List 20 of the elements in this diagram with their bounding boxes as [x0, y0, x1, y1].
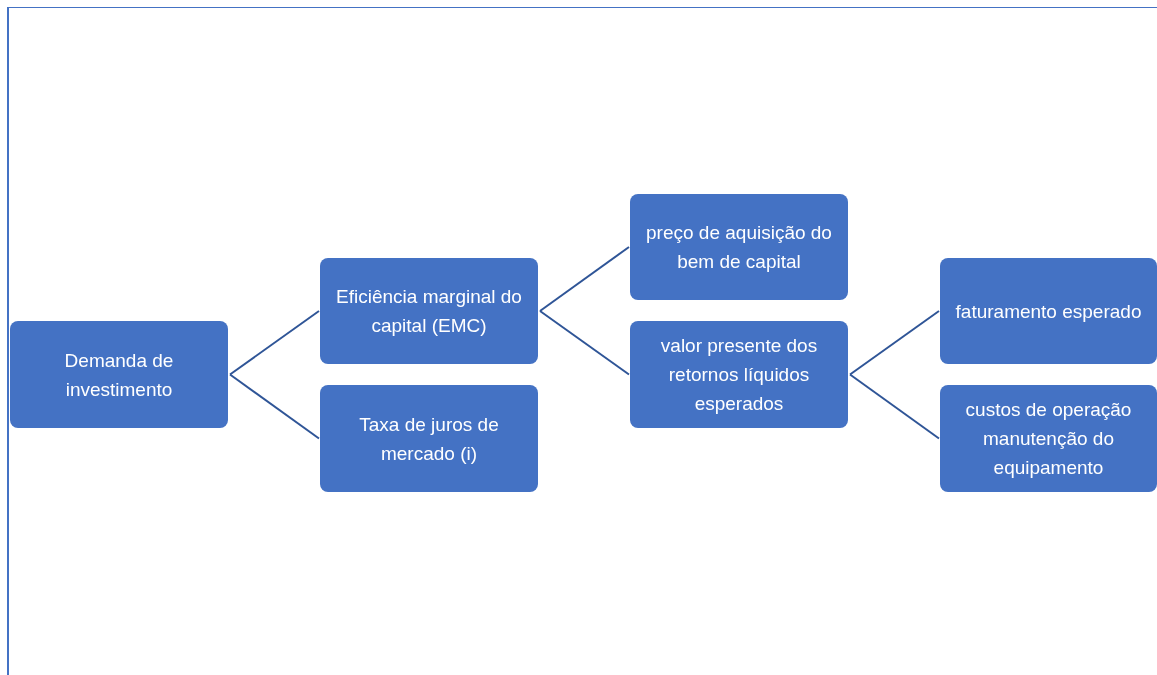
- connector-line: [849, 373, 940, 440]
- process-box: [10, 321, 228, 428]
- box-label: Demanda de investimento: [63, 348, 175, 402]
- process-box: [630, 194, 848, 300]
- box-label: Taxa de juros de mercado (i): [358, 412, 500, 466]
- connector-line: [229, 310, 320, 376]
- box-label: custos de operação manutenção do equipamento: [964, 398, 1133, 480]
- process-box: [940, 258, 1157, 364]
- process-box: [630, 321, 848, 428]
- process-box: [940, 385, 1157, 492]
- connector-line: [849, 310, 940, 376]
- connector-line: [539, 246, 630, 312]
- connector-line: [539, 310, 630, 376]
- process-box: [320, 258, 538, 364]
- box-label: faturamento esperado: [955, 299, 1142, 324]
- box-label: preço de aquisição do bem de capital: [645, 221, 833, 274]
- connector-line: [229, 373, 320, 440]
- box-label: Eficiência marginal do capital (EMC): [335, 285, 523, 338]
- process-box: [320, 385, 538, 492]
- box-label: valor presente dos retornos líquidos esperados: [659, 334, 819, 416]
